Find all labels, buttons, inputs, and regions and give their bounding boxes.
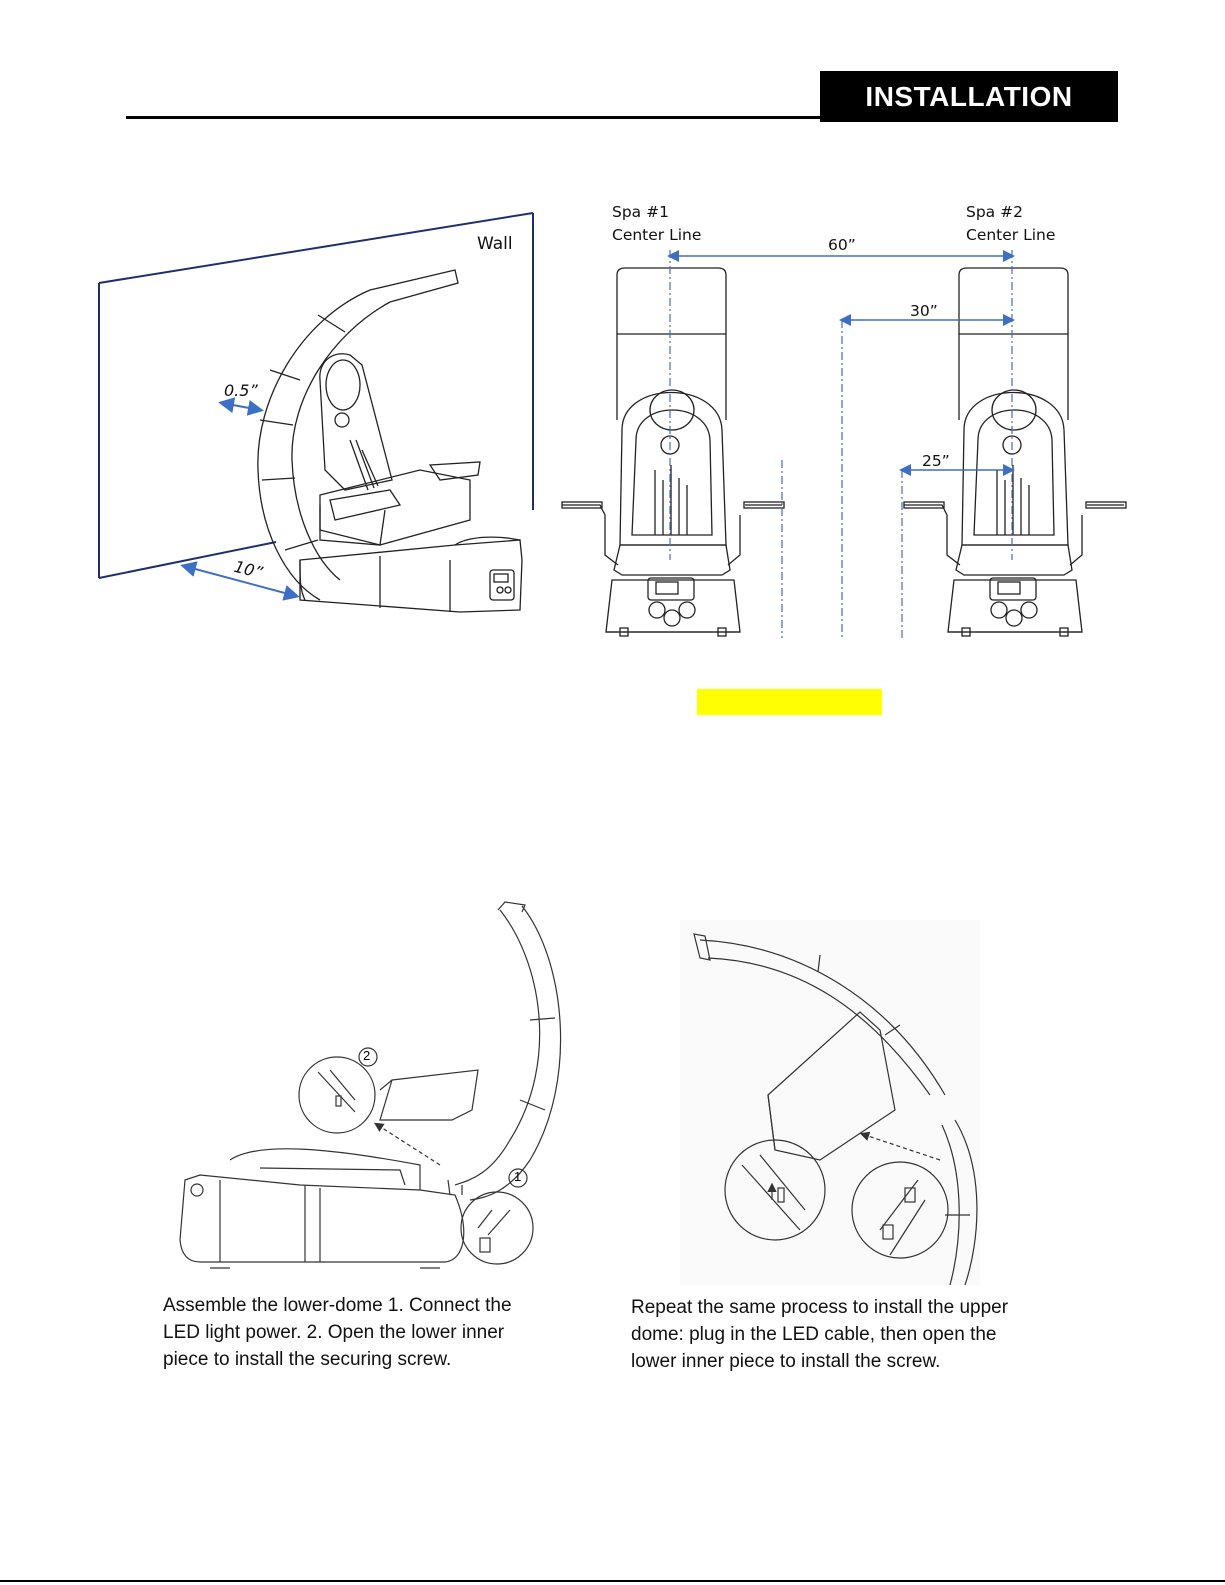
- spa2-label-line2: Center Line: [966, 226, 1056, 244]
- step1-caption-line1: Assemble the lower-dome 1. Connect the: [163, 1295, 512, 1316]
- spa-1-front: [561, 267, 785, 637]
- callout-1: 1: [514, 1169, 522, 1184]
- footer-rule: [0, 1580, 1225, 1582]
- gap-dimension-label: 0.5”: [224, 381, 258, 400]
- spacing-30-label: 30”: [910, 302, 938, 320]
- wall-plane: [98, 212, 534, 579]
- step1-caption-line2: LED light power. 2. Open the lower inner: [163, 1322, 505, 1343]
- spacing-60-label: 60”: [828, 236, 856, 254]
- center-lines: [669, 250, 1013, 638]
- spa-chair-side: [257, 269, 523, 613]
- step1-caption-line3: piece to install the securing screw.: [163, 1349, 452, 1370]
- spa1-label-line2: Center Line: [612, 226, 702, 244]
- header-rule: [126, 116, 820, 119]
- step2-caption-line1: Repeat the same process to install the u…: [631, 1297, 1009, 1318]
- step2-caption: Repeat the same process to install the u…: [631, 1294, 1008, 1375]
- callout-2: 2: [363, 1048, 371, 1063]
- step1-caption: Assemble the lower-dome 1. Connect the L…: [163, 1292, 512, 1373]
- step2-caption-line2: dome: plug in the LED cable, then open t…: [631, 1324, 997, 1345]
- section-banner: INSTALLATION: [820, 71, 1118, 122]
- depth-dimension-label: 10”: [232, 556, 265, 583]
- highlight-mark: [697, 689, 882, 715]
- spa2-label-line1: Spa #2: [966, 203, 1023, 221]
- step2-caption-line3: lower inner piece to install the screw.: [631, 1351, 941, 1372]
- clearance-25-label: 25”: [922, 452, 950, 470]
- wall-label: Wall: [477, 234, 513, 254]
- spa1-label-line1: Spa #1: [612, 203, 669, 221]
